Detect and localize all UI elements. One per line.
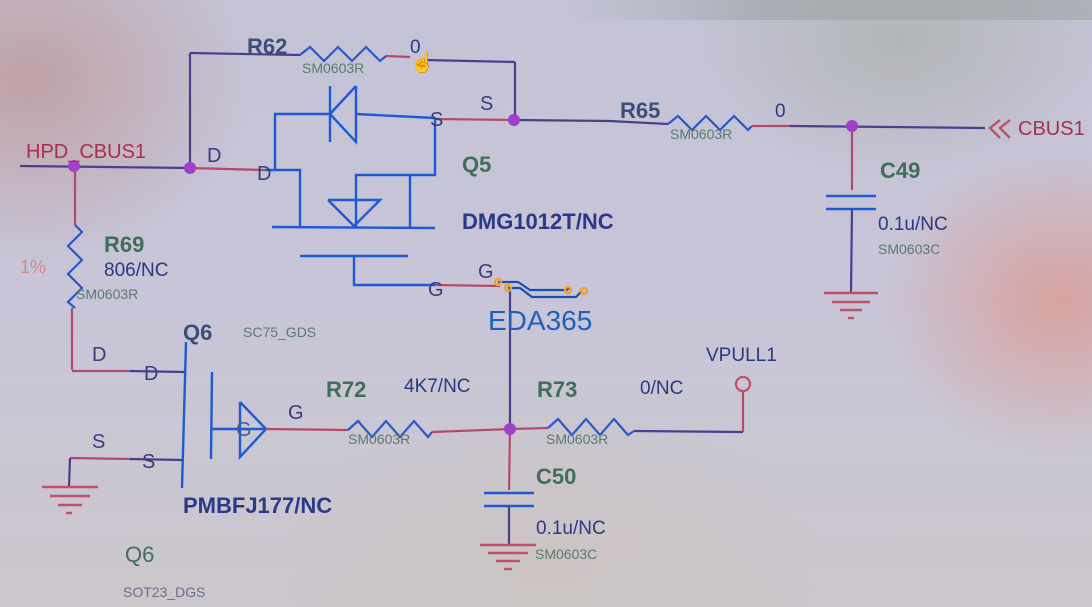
net-label-hpd-cbus1[interactable]: HPD_CBUS1 (26, 141, 147, 163)
wire-cbus1[interactable] (789, 124, 986, 130)
jfet-q6-symbol[interactable] (180, 341, 268, 489)
part-number-q6: PMBFJ177/NC (183, 493, 333, 518)
footprint-r65: SM0603R (670, 126, 733, 142)
pin-label-q5-gate-net: G (478, 261, 494, 283)
footprint-c49: SM0603C (878, 241, 941, 257)
screen-glare (560, 0, 1092, 20)
port-chevron-icon-2 (998, 119, 1011, 139)
junction-dot-hpd[interactable] (68, 160, 80, 172)
junction-dot-gate[interactable] (504, 423, 516, 435)
value-r73: 0/NC (640, 378, 684, 399)
value-r65: 0 (775, 101, 786, 122)
wire-hpd-cbus1[interactable] (19, 164, 191, 170)
pin-label-q5-gate: G (428, 279, 444, 301)
refdes-c50[interactable]: C50 (536, 464, 577, 489)
pin-label-q5-drain-net: D (207, 145, 222, 167)
ground-icon-c49 (824, 291, 878, 320)
wire-r62-right-stub (385, 54, 411, 59)
refdes-r72[interactable]: R72 (326, 377, 367, 402)
value-c50: 0.1u/NC (536, 518, 606, 539)
port-label-cbus1[interactable]: CBUS1 (1018, 118, 1085, 140)
wire-r72-right (431, 427, 511, 434)
wire-r73-left (509, 426, 549, 431)
footprint-r73: SM0603R (546, 431, 609, 447)
resistor-r73-symbol[interactable] (547, 417, 635, 437)
resistor-r62-symbol[interactable] (299, 45, 387, 63)
junction-dot-cbus1[interactable] (846, 120, 858, 132)
pin-label-q5-source-net: S (480, 93, 494, 115)
ground-icon-q6 (42, 485, 98, 515)
value-r72: 4K7/NC (404, 376, 471, 397)
value-r62: 0 (410, 37, 421, 58)
wire-r62-right[interactable] (424, 58, 516, 64)
part-number-q5: DMG1012T/NC (462, 209, 614, 234)
footprint-r62: SM0603R (302, 60, 365, 76)
value-c49: 0.1u/NC (878, 214, 948, 235)
wire-to-r65[interactable] (514, 118, 611, 123)
pin-label-q6-source-net: S (92, 431, 106, 453)
pin-label-q5-drain: D (257, 163, 272, 185)
footprint-q6-alt: SOT23_DGS (123, 584, 206, 600)
pin-label-q6-gate: G (236, 419, 252, 441)
footprint-r72: SM0603R (348, 431, 411, 447)
wire-q6-source (129, 457, 183, 462)
ground-icon-c50 (480, 543, 536, 571)
mosfet-q5-symbol[interactable] (265, 85, 437, 287)
refdes-r73[interactable]: R73 (537, 377, 578, 402)
resistor-r69-symbol[interactable] (66, 224, 84, 309)
refdes-r62[interactable]: R62 (247, 34, 288, 59)
wire-r65-left (609, 119, 669, 126)
refdes-r65[interactable]: R65 (620, 98, 661, 123)
footprint-r69: SM0603R (76, 286, 139, 302)
footprint-c50: SM0603C (535, 546, 598, 562)
wire-vpull1[interactable] (633, 429, 744, 434)
refdes-q5[interactable]: Q5 (462, 152, 492, 177)
pin-label-q6-gate-net: G (288, 402, 304, 424)
wire-q6-ground (67, 457, 72, 487)
eda365-logo-icon (493, 277, 589, 299)
junction-dot-q5-source[interactable] (508, 114, 520, 126)
refdes-q6-alt[interactable]: Q6 (125, 542, 155, 567)
power-port-icon[interactable] (734, 375, 752, 393)
wire-q6-source-red[interactable] (69, 456, 131, 461)
wire-r62-left[interactable] (189, 51, 301, 57)
wire-q5-source[interactable] (434, 117, 516, 122)
pin-label-q6-drain-net: D (92, 344, 107, 366)
refdes-c49[interactable]: C49 (880, 158, 921, 183)
pin-label-q6-source: S (142, 451, 156, 473)
wire-q6-gate[interactable] (265, 427, 349, 432)
junction-dot-q5-drain[interactable] (184, 162, 196, 174)
wire-c50-top (507, 428, 512, 491)
port-label-vpull1[interactable]: VPULL1 (706, 345, 777, 366)
wire-q6-drain-b (129, 369, 186, 374)
hand-pointer-icon: ☝ (410, 52, 435, 74)
wire-q5-gate[interactable] (434, 283, 501, 288)
footprint-q6: SC75_GDS (243, 324, 317, 340)
tolerance-r69: 1% (20, 257, 47, 277)
wire-c49-bottom (849, 208, 854, 293)
refdes-q6[interactable]: Q6 (183, 320, 213, 345)
refdes-r69[interactable]: R69 (104, 232, 145, 257)
port-chevron-icon-1 (988, 119, 1001, 139)
wire-q5-drain[interactable] (189, 166, 266, 172)
pin-label-q5-source: S (430, 109, 444, 131)
eda365-watermark: EDA365 (488, 305, 593, 336)
resistor-r65-symbol[interactable] (667, 114, 753, 132)
value-r69: 806/NC (104, 260, 169, 281)
pin-label-q6-drain: D (144, 363, 159, 385)
resistor-r72-symbol[interactable] (347, 419, 433, 439)
